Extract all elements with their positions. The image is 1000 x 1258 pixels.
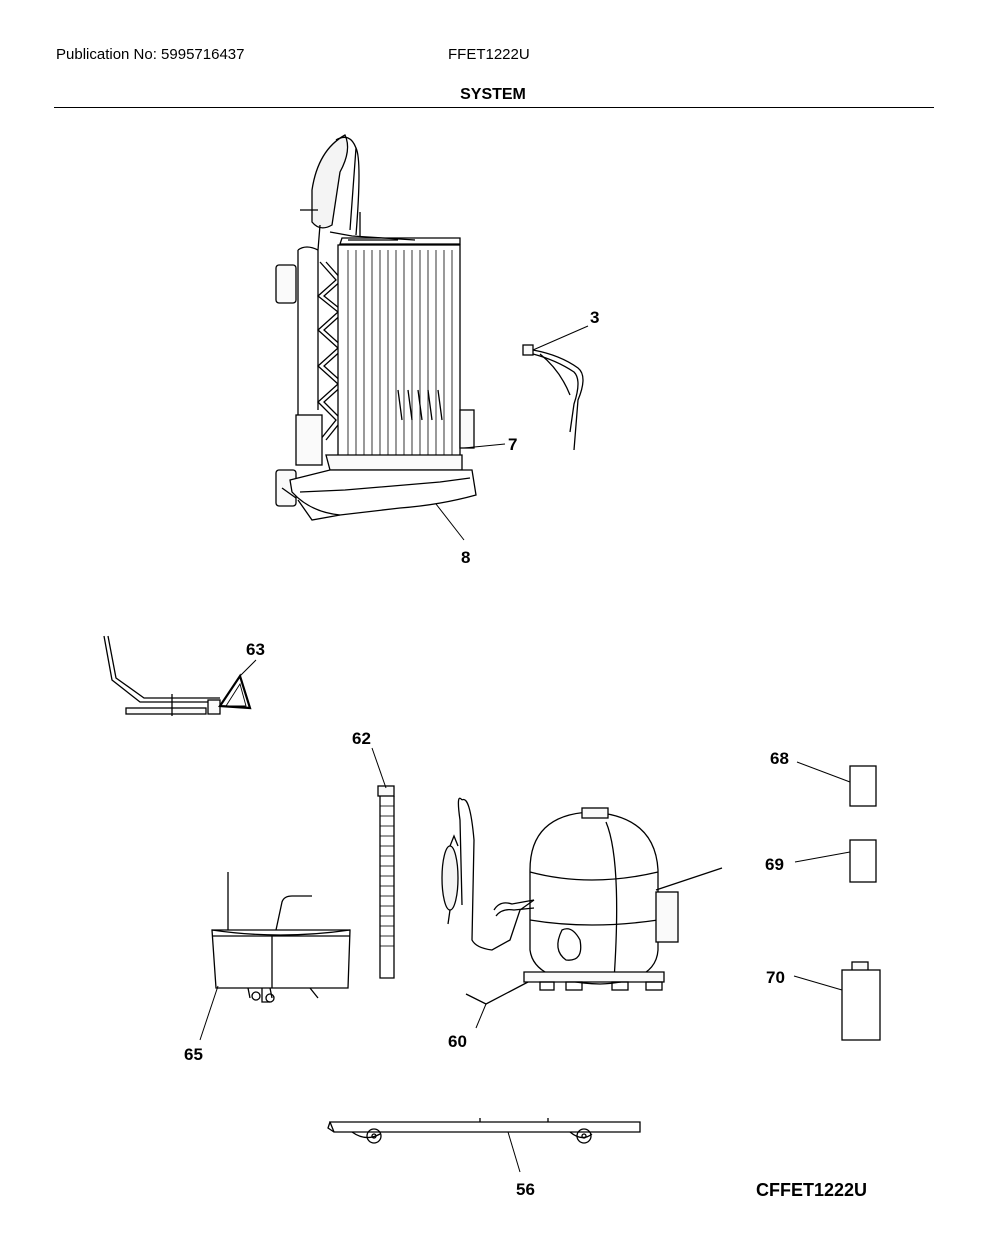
callout-56: 56 [516, 1180, 535, 1199]
base-pan-drawing [327, 1118, 641, 1144]
capillary-tube-drawing [103, 635, 252, 716]
callout-68: 68 [770, 749, 789, 768]
section-title: SYSTEM [460, 86, 526, 103]
header-rule [54, 107, 934, 108]
callout-8: 8 [461, 548, 470, 567]
compressor-drawing [441, 797, 723, 1005]
model-number: FFET1222U [448, 46, 530, 63]
leader-lines [199, 325, 851, 1173]
callout-69: 69 [765, 855, 784, 874]
small-parts-drawing [841, 765, 881, 1041]
callout-63: 63 [246, 640, 265, 659]
callout-65: 65 [184, 1045, 203, 1064]
callout-7: 7 [508, 435, 517, 454]
callout-70: 70 [766, 968, 785, 987]
diagram-code: CFFET1222U [756, 1180, 868, 1200]
water-tank-drawing [211, 872, 351, 1003]
callout-3: 3 [590, 308, 599, 327]
publication-number: Publication No: 5995716437 [56, 46, 245, 63]
callout-60: 60 [448, 1032, 467, 1051]
condenser-assembly-drawing [275, 134, 477, 521]
wire-harness-drawing [522, 344, 584, 451]
drain-hose-drawing [377, 785, 395, 979]
callout-62: 62 [352, 729, 371, 748]
